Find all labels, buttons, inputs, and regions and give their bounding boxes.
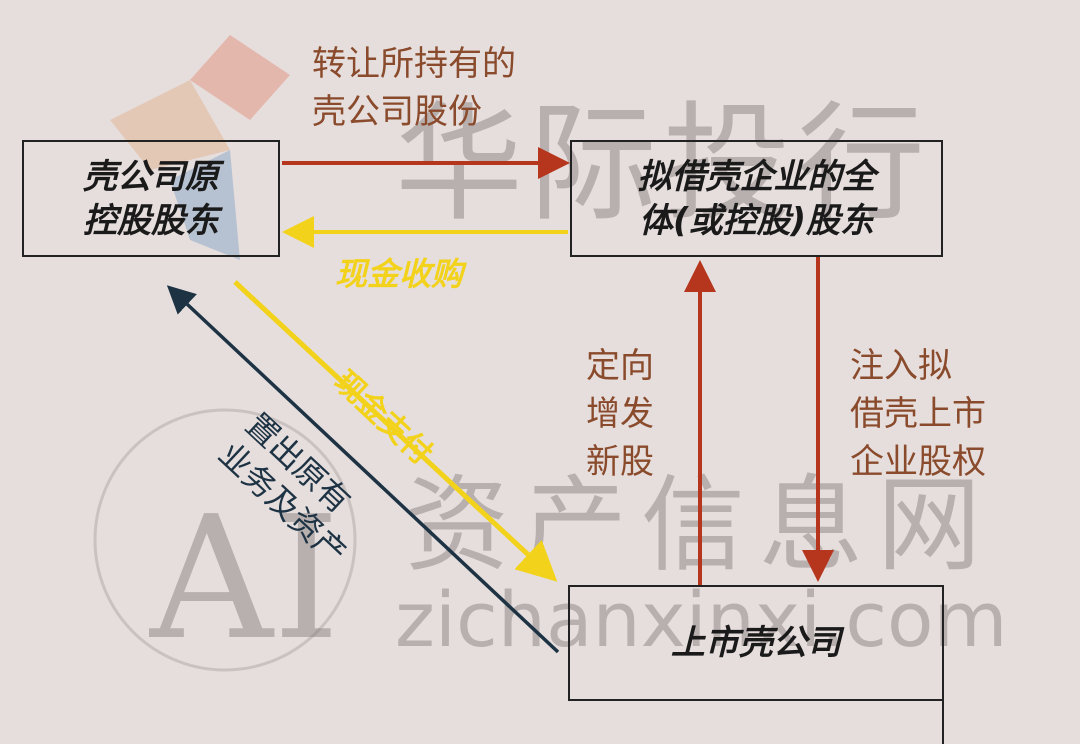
box-shell-borrower: 拟借壳企业的全 体(或控股)股东 <box>570 140 943 257</box>
watermark-site-cn: 资产信息网 <box>405 464 996 586</box>
label-inject-equity: 注入拟 借壳上市 企业股权 <box>850 346 986 482</box>
box-listed-shell-text: 上市壳公司 <box>671 623 841 663</box>
label-directed-issue: 定向 增发 新股 <box>586 346 654 482</box>
watermark-circle <box>93 408 357 672</box>
box-original-controller-text: 壳公司原 控股股东 <box>83 156 219 241</box>
watermark-logo <box>110 35 290 260</box>
watermark-site-url: zichanxinxi.com <box>395 575 1008 664</box>
arrow-divest-assets <box>166 285 560 654</box>
box-shell-borrower-text: 拟借壳企业的全 体(或控股)股东 <box>637 156 876 241</box>
label-transfer-shares: 转让所持有的 壳公司股份 <box>312 44 516 132</box>
watermark-ai: AI <box>150 480 340 678</box>
label-cash-acquisition: 现金收购 <box>335 255 464 293</box>
arrow-cash-payment <box>233 280 558 582</box>
box-original-controller: 壳公司原 控股股东 <box>22 140 280 257</box>
box-listed-shell: 上市壳公司 <box>568 585 944 701</box>
